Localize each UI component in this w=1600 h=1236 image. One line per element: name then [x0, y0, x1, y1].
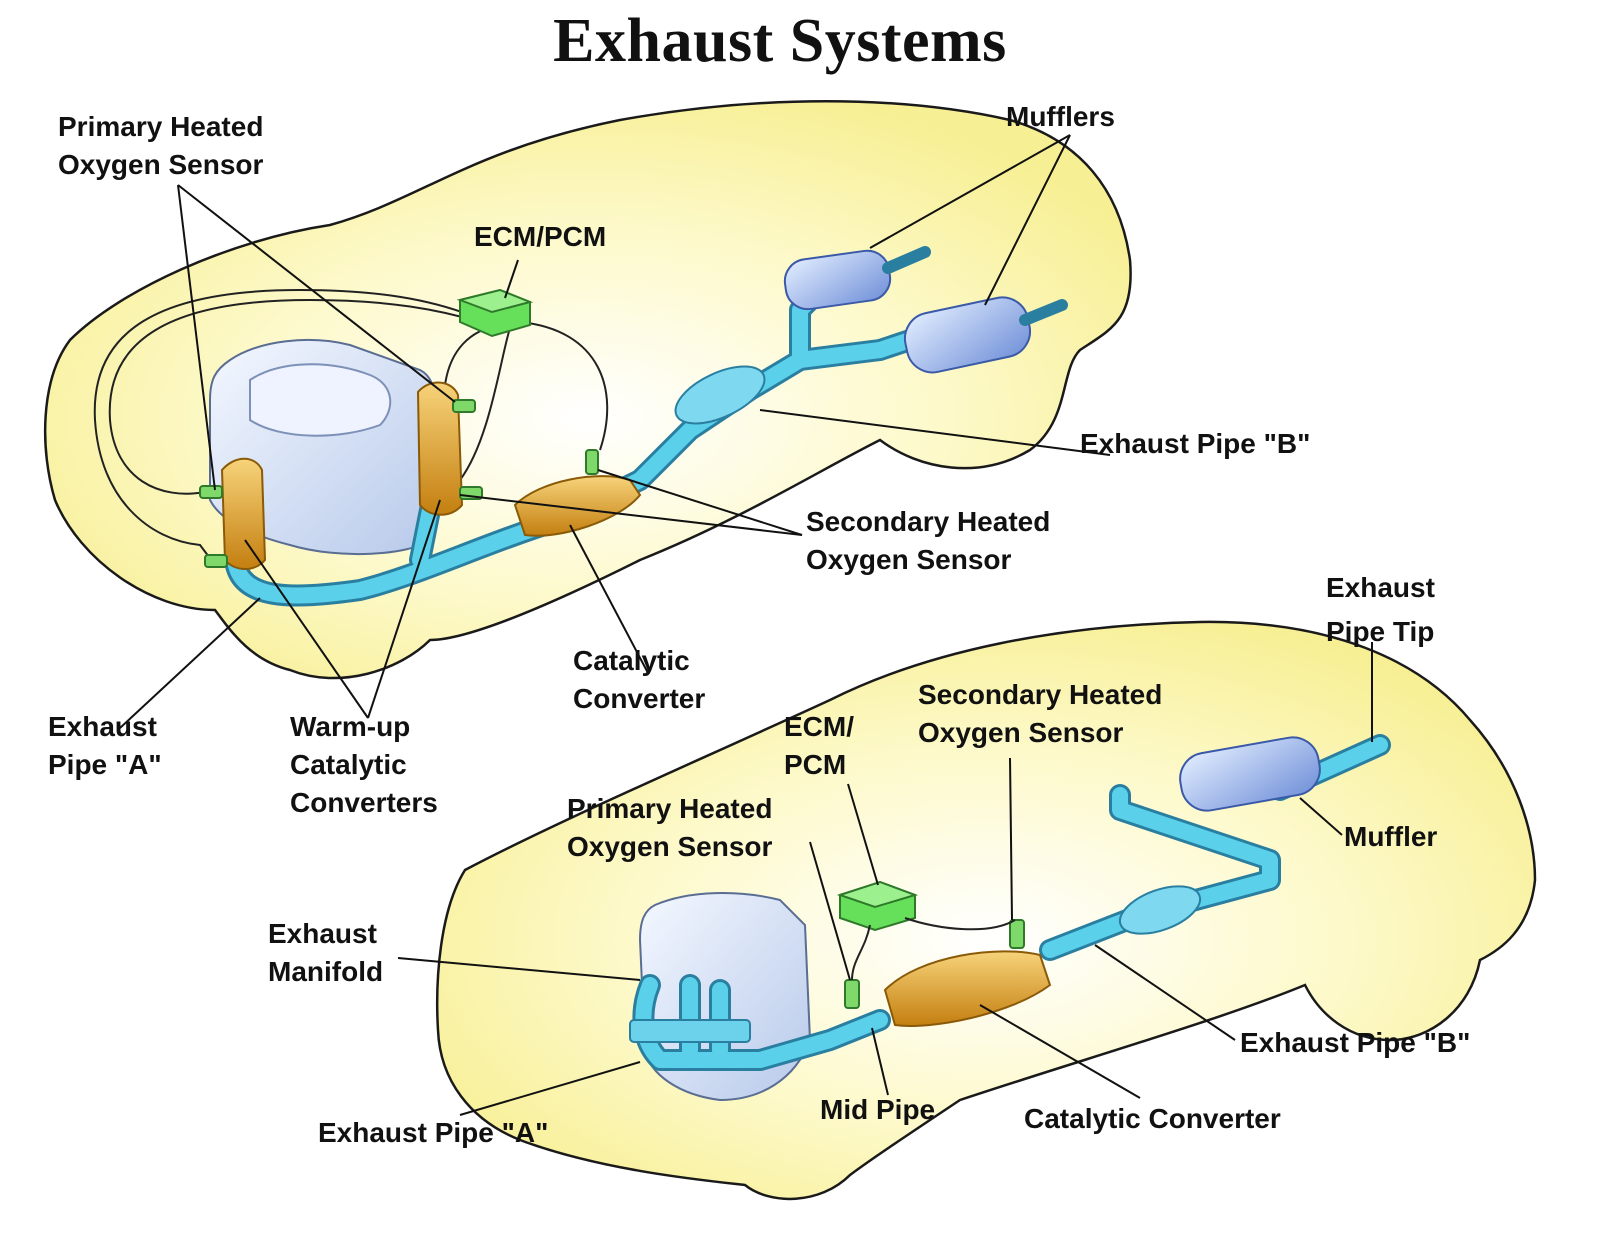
label-line: Catalytic	[573, 645, 690, 676]
label-bottom-mid-pipe: Mid Pipe	[820, 1094, 936, 1125]
label-line: Secondary Heated	[918, 679, 1163, 710]
top-sensors	[199, 399, 599, 568]
label-bottom-catalytic-converter: Catalytic Converter	[1024, 1103, 1281, 1134]
bottom-muffler	[1179, 736, 1321, 812]
label-bottom-exhaust-manifold: Exhaust Manifold	[268, 915, 383, 991]
top-warmup-converter-1	[220, 457, 267, 570]
label-line: Manifold	[268, 956, 384, 987]
label-top-warmup-converters: Warm-up Catalytic Converters	[290, 708, 438, 822]
label-line: Warm-up	[290, 711, 411, 742]
label-line: Exhaust	[268, 918, 377, 949]
label-line: Pipe Tip	[1326, 616, 1435, 647]
top-muffler-2	[903, 296, 1068, 374]
top-muffler-1	[783, 246, 931, 311]
bottom-resonator	[1118, 885, 1202, 935]
bottom-leader-lines	[397, 642, 1373, 1116]
label-line: Exhaust	[48, 711, 157, 742]
label-line: Exhaust	[1326, 572, 1435, 603]
label-top-exhaust-pipe-b: Exhaust Pipe "B"	[1080, 428, 1311, 459]
label-bottom-primary-sensor: Primary Heated Oxygen Sensor	[567, 790, 772, 866]
label-top-primary-sensor: Primary Heated Oxygen Sensor	[58, 108, 263, 184]
label-line: Pipe "A"	[48, 749, 162, 780]
label-line: Oxygen Sensor	[58, 149, 264, 180]
label-top-mufflers: Mufflers	[1006, 101, 1115, 132]
label-line: Oxygen Sensor	[918, 717, 1124, 748]
label-line: Catalytic	[290, 749, 407, 780]
label-bottom-secondary-sensor: Secondary Heated Oxygen Sensor	[918, 676, 1162, 752]
top-engine	[209, 339, 438, 556]
bottom-ecm-box	[836, 880, 919, 932]
label-line: Oxygen Sensor	[567, 831, 773, 862]
top-car	[43, 100, 1132, 729]
label-line: Converters	[290, 787, 438, 818]
top-ecm-box	[456, 288, 534, 338]
label-line: Primary Heated	[567, 793, 773, 824]
bottom-manifold-flange	[629, 1019, 751, 1043]
label-top-catalytic-converter: Catalytic Converter	[573, 642, 705, 718]
label-top-exhaust-pipe-a: Exhaust Pipe "A"	[48, 708, 162, 784]
label-bottom-ecm: ECM/ PCM	[784, 708, 854, 784]
top-catalytic-converter	[513, 475, 642, 537]
label-line: PCM	[784, 749, 847, 780]
label-line: Primary Heated	[58, 111, 264, 142]
label-bottom-exhaust-pipe-a: Exhaust Pipe "A"	[318, 1117, 549, 1148]
bottom-car	[397, 620, 1537, 1201]
top-resonator	[674, 365, 766, 425]
page-title: Exhaust Systems	[553, 7, 1007, 75]
bottom-catalytic-converter	[883, 950, 1052, 1027]
label-top-secondary-sensor: Secondary Heated Oxygen Sensor	[806, 503, 1050, 579]
bottom-sensors	[844, 919, 1025, 1009]
label-bottom-exhaust-pipe-tip: Exhaust Pipe Tip	[1326, 566, 1435, 654]
label-line: Oxygen Sensor	[806, 544, 1012, 575]
label-bottom-exhaust-pipe-b: Exhaust Pipe "B"	[1240, 1027, 1471, 1058]
top-car-body	[43, 100, 1132, 680]
top-leader-lines	[119, 134, 1111, 729]
label-line: Secondary Heated	[806, 506, 1051, 537]
bottom-wiring	[851, 917, 1016, 981]
label-line: Converter	[573, 683, 706, 714]
label-bottom-muffler: Muffler	[1344, 821, 1438, 852]
label-line: ECM/	[784, 711, 854, 742]
label-top-ecm: ECM/PCM	[474, 221, 607, 252]
